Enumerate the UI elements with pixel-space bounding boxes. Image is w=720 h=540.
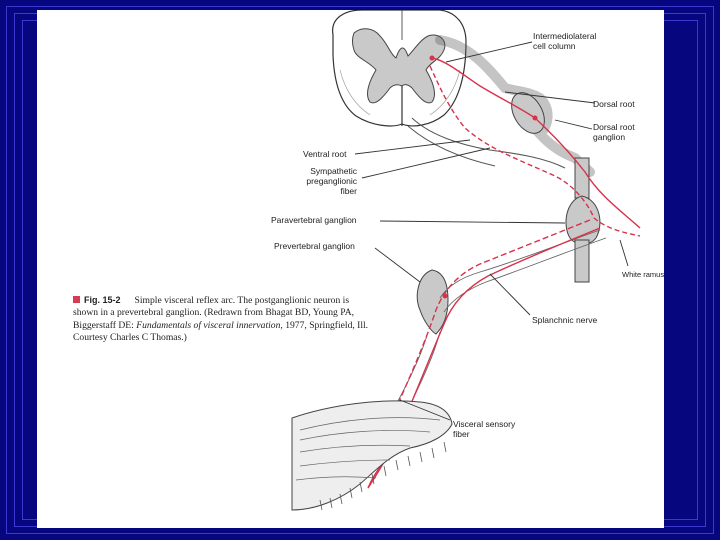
caption-figure-number: Fig. 15-2: [84, 295, 121, 305]
caption-marker-square: [73, 296, 80, 303]
label-sympathetic-text: Sympathetic preganglionic fiber: [306, 166, 357, 196]
label-dorsal-root: Dorsal root: [593, 99, 635, 109]
splanchnic-nerve: [388, 230, 606, 422]
label-visceral-sensory-fiber: Visceral sensory fiber: [453, 419, 515, 439]
label-visceral-sensory-text: Visceral sensory fiber: [453, 419, 515, 439]
label-intermediolateral-cell-column: Intermediolateral cell column: [533, 31, 596, 51]
visceral-tissue: [292, 401, 452, 510]
sympathetic-chain: [566, 158, 600, 282]
label-white-ramus: White ramus: [622, 270, 664, 280]
label-dorsal-root-ganglion: Dorsal root ganglion: [593, 122, 635, 142]
label-dorsal-root-ganglion-text: Dorsal root ganglion: [593, 122, 635, 142]
caption-text-italic: Fundamentals of visceral innervation,: [136, 320, 283, 331]
label-paravertebral-ganglion: Paravertebral ganglion: [271, 215, 357, 225]
figure-page: Intermediolateral cell column Dorsal roo…: [37, 10, 664, 528]
label-intermediolateral-text: Intermediolateral cell column: [533, 31, 596, 51]
label-sympathetic-preganglionic-fiber: Sympathetic preganglionic fiber: [287, 166, 357, 196]
label-splanchnic-nerve: Splanchnic nerve: [532, 315, 597, 325]
spinal-cord-section: [333, 10, 466, 126]
reflex-arc-illustration: [37, 10, 664, 528]
label-prevertebral-ganglion: Prevertebral ganglion: [274, 241, 355, 251]
label-ventral-root: Ventral root: [303, 149, 346, 159]
